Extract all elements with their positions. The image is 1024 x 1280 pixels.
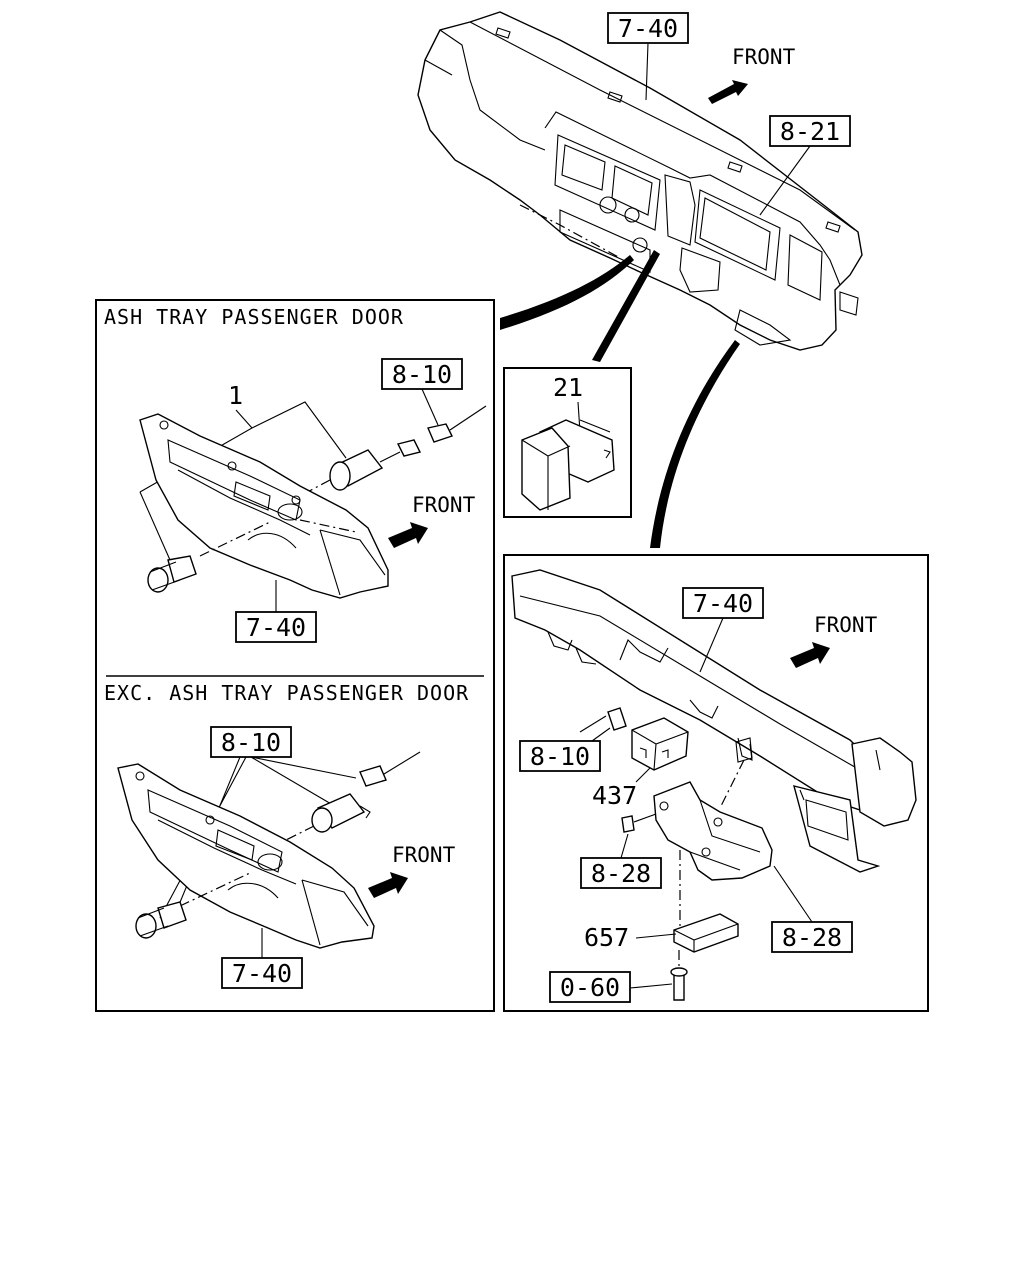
front-label-relay: FRONT (814, 613, 878, 637)
ref-box-exc-panel (221, 957, 303, 989)
ref-label-exc-socket: 8-10 (221, 728, 281, 757)
ref-label-exc-panel: 7-40 (232, 959, 292, 988)
relay-panel-frame (503, 554, 929, 1012)
leader-swoosh-switch (592, 250, 660, 362)
ref-label-bracket: 8-28 (782, 923, 842, 952)
relay-bracket (653, 781, 773, 881)
front-arrow-icon (708, 80, 748, 104)
front-arrow-icon (388, 522, 428, 548)
dashboard-overview (417, 11, 863, 351)
switch-panel-frame (503, 367, 632, 518)
ref-box-cluster: 8-21 (759, 115, 851, 216)
part-number-437: 437 (592, 781, 637, 810)
exc-trim-panel (117, 763, 375, 949)
leader-swoosh-ash (500, 255, 634, 330)
ref-label-ash-panel: 7-40 (246, 613, 306, 642)
ref-box-bracket (771, 921, 853, 953)
front-arrow-icon (368, 872, 408, 898)
front-label-ash: FRONT (412, 493, 476, 517)
panel-ash-heading: ASH TRAY PASSENGER DOOR (104, 305, 404, 329)
part-number-21: 21 (553, 373, 583, 402)
ref-box-ash-socket (381, 358, 463, 390)
ref-box-beam (682, 587, 764, 619)
switch-knob (521, 427, 571, 511)
panel-switch: 21 (521, 373, 615, 511)
part-number-1: 1 (228, 381, 243, 410)
ref-box-relay-connector (519, 740, 601, 772)
part-number-657: 657 (584, 923, 629, 952)
relay-437 (631, 717, 689, 771)
left-panel-frame (95, 299, 495, 1012)
front-label-top: FRONT (732, 45, 796, 69)
leader-swoosh-relay (650, 340, 740, 548)
front-label-exc: FRONT (392, 843, 456, 867)
panel-exc-ash-tray: EXC. ASH TRAY PASSENGER DOOR 8-10 FRONT (104, 681, 469, 989)
ref-label-bolt: 8-28 (591, 859, 651, 888)
panel-relay: 7-40 FRONT 8-10 437 8-28 8-28 (511, 569, 917, 1003)
ref-label-dash: 7-40 (618, 14, 678, 43)
ref-label-relay-connector: 8-10 (530, 742, 590, 771)
bracket-657 (673, 913, 739, 953)
dashboard-body (417, 11, 863, 351)
ref-label-screw: 0-60 (560, 973, 620, 1002)
front-indicator-top: FRONT (708, 45, 796, 104)
ref-box-exc-socket (210, 726, 292, 758)
ref-label-beam: 7-40 (693, 589, 753, 618)
ref-label-cluster: 8-21 (780, 117, 840, 146)
ref-box-ash-panel (235, 611, 317, 643)
panel-ash-tray: ASH TRAY PASSENGER DOOR 1 8-10 (104, 305, 487, 643)
ref-box-screw (549, 971, 631, 1003)
panel-exc-heading: EXC. ASH TRAY PASSENGER DOOR (104, 681, 469, 705)
ref-box-dash: 7-40 (607, 12, 689, 101)
ref-label-ash-socket: 8-10 (392, 360, 452, 389)
front-arrow-icon (790, 642, 830, 668)
